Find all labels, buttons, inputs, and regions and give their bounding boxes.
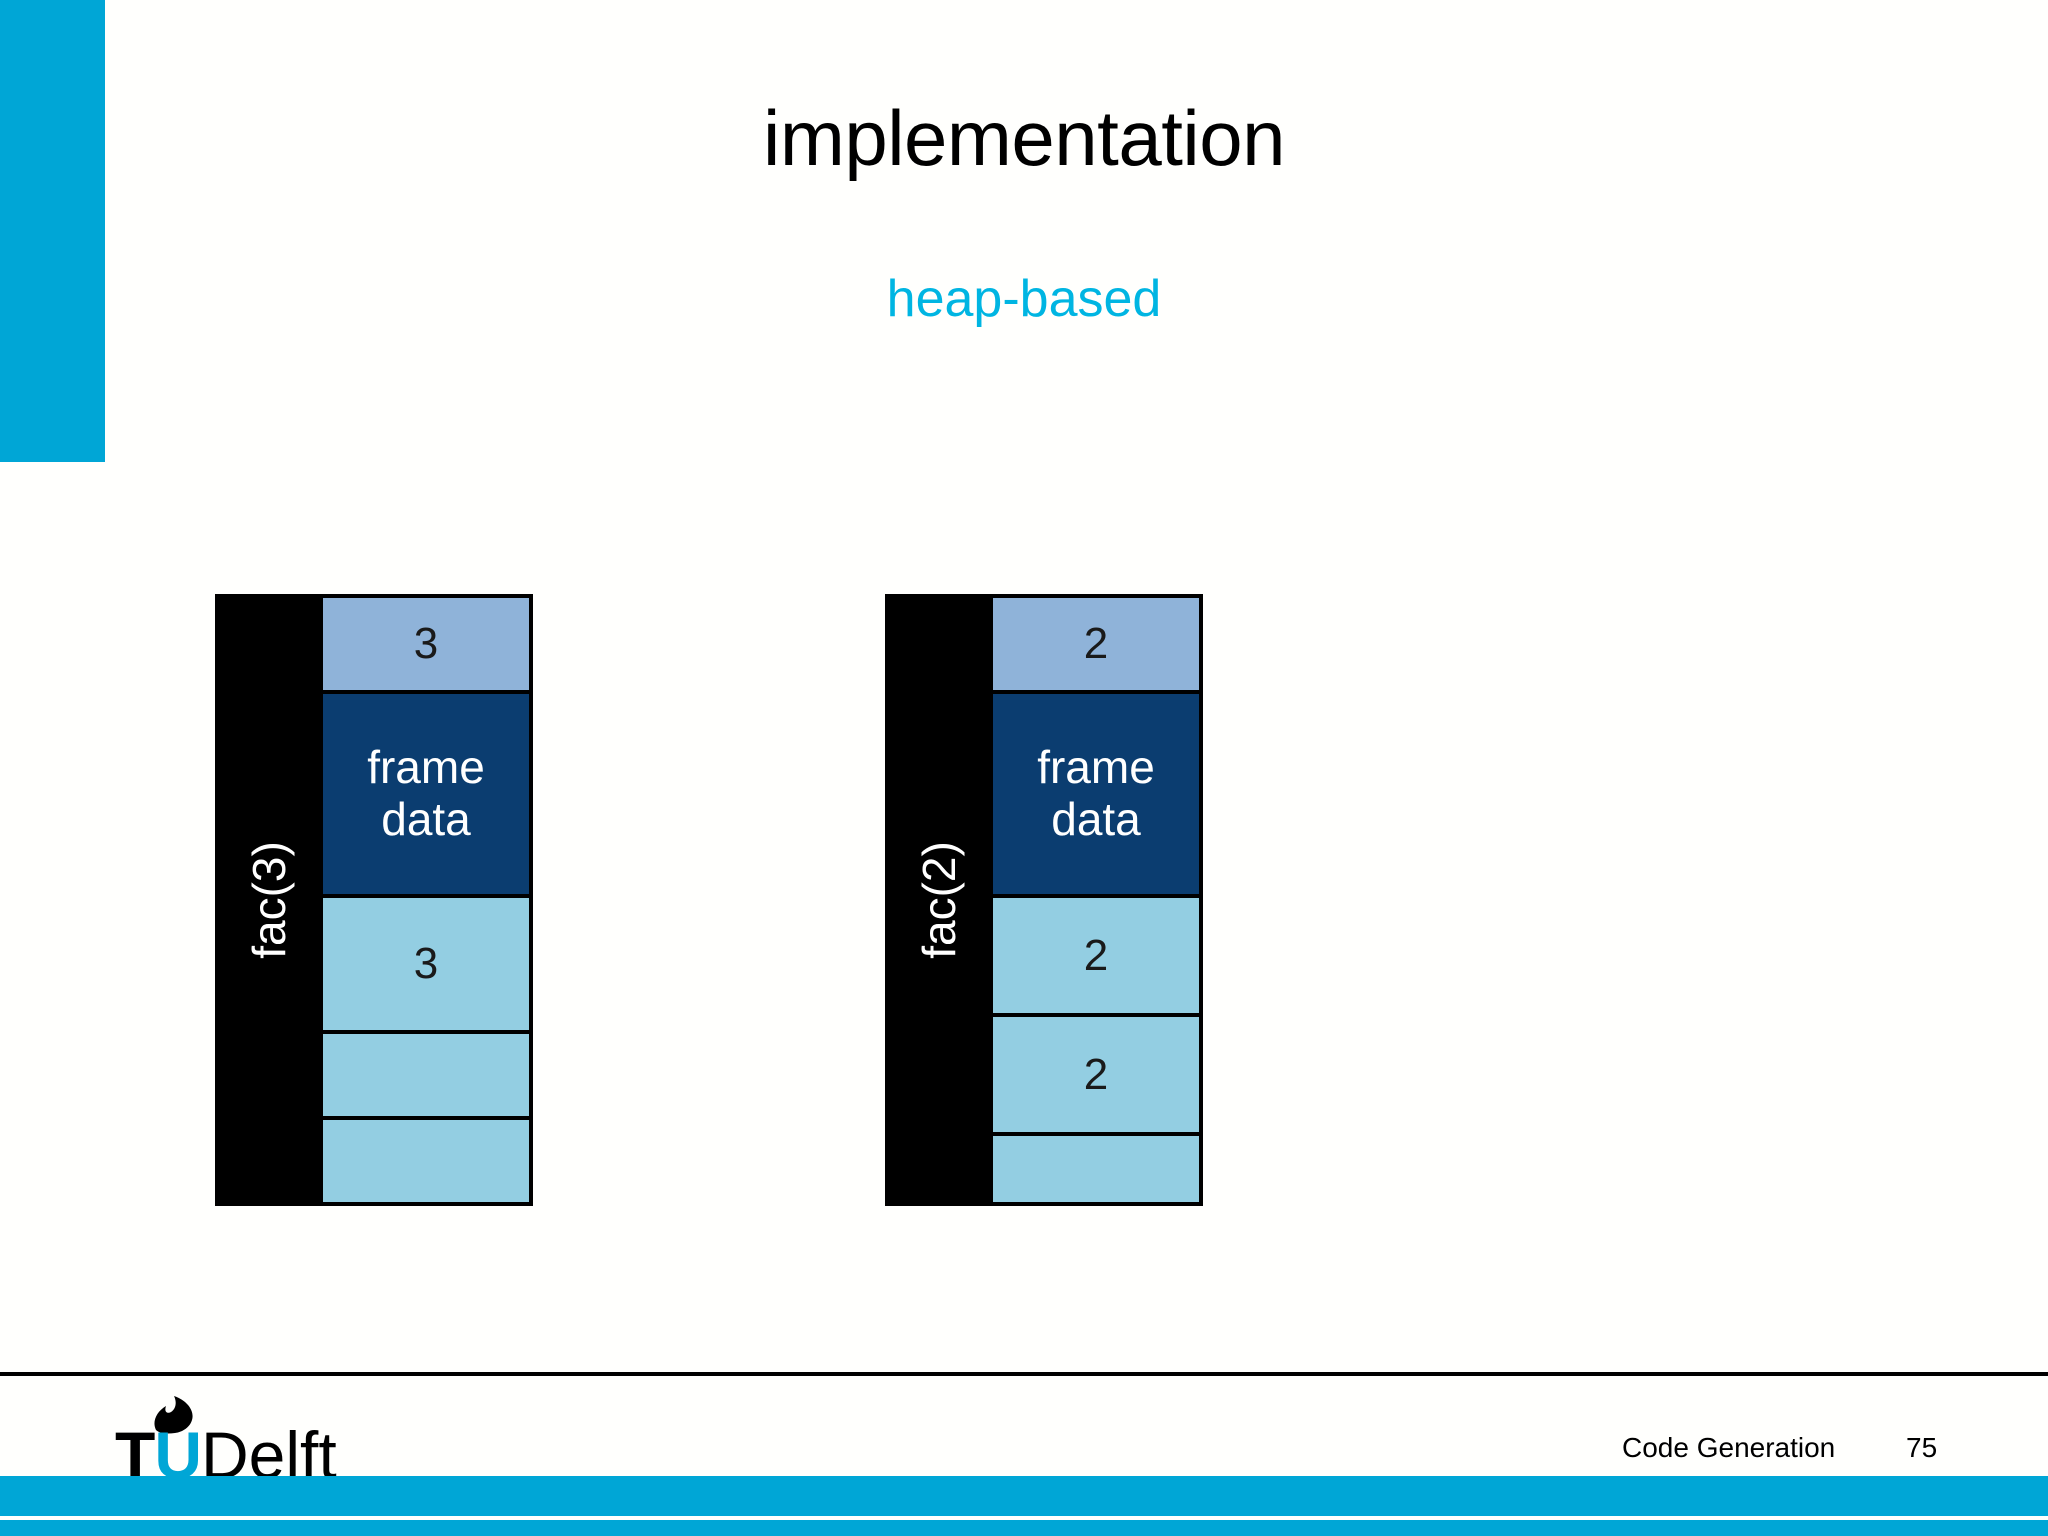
frame-spine-label: fac(2) [913, 841, 965, 959]
frame-cell-slot [323, 1033, 529, 1120]
frame-cell-slot: 3 [323, 898, 529, 1034]
footer-page-number: 75 [1906, 1432, 1938, 1463]
frame-cell-slot: 2 [993, 1017, 1199, 1137]
frame-cell-slot: 2 [993, 898, 1199, 1018]
frame-spine-label: fac(3) [243, 841, 295, 959]
page-subtitle: heap-based [886, 270, 1162, 328]
tudelft-logo: TUDelft [115, 1396, 415, 1488]
frame-spine-fac3: fac(3) [215, 594, 323, 1206]
page-title: implementation [763, 94, 1285, 182]
flame-icon [154, 1396, 193, 1434]
frame-cell-argument: 3 [323, 598, 529, 694]
top-left-accent-bar [0, 0, 105, 462]
frame-cell-argument: 2 [993, 598, 1199, 694]
footer-course-label: Code Generation [1622, 1432, 1836, 1463]
footer-divider [0, 1372, 2048, 1376]
footer-accent-band [0, 1476, 2048, 1516]
frame-spine-fac2: fac(2) [885, 594, 993, 1206]
frame-cell-slot [323, 1119, 529, 1203]
frame-cell-slot [993, 1136, 1199, 1203]
footer-accent-band-thin [0, 1520, 2048, 1536]
